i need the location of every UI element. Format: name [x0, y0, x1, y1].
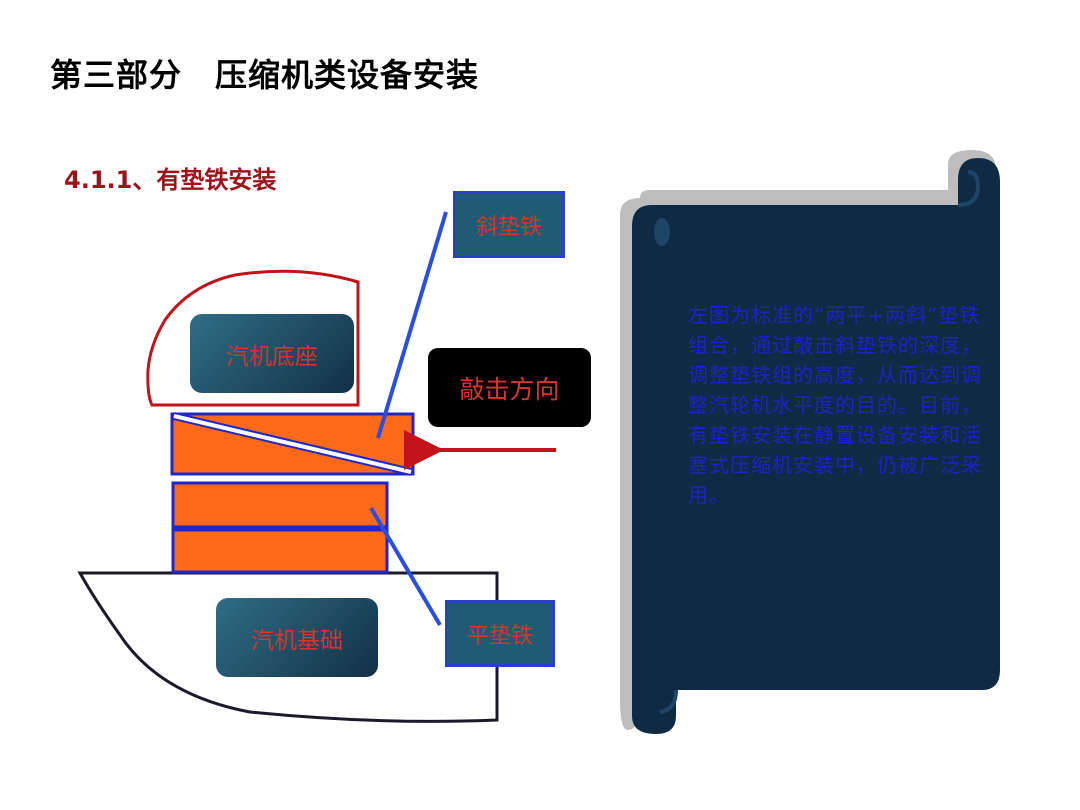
page-title: 第三部分 压缩机类设备安装: [50, 56, 480, 94]
wedge-shim-label: 斜垫铁: [453, 191, 565, 258]
turbine-foundation-label: 汽机基础: [216, 598, 378, 677]
wedge-split-highlight: [173, 414, 412, 474]
flat-shim-top: [171, 481, 389, 529]
scroll-body: [632, 158, 1000, 734]
strike-direction-label: 敲击方向: [428, 348, 591, 427]
scroll-panel: [620, 150, 1000, 734]
flat-shim-label: 平垫铁: [445, 600, 555, 667]
scroll-curl-top: [957, 170, 981, 207]
scroll-curl-bottom: [659, 689, 678, 714]
description-text: 左图为标准的“两平+两斜”垫铁组合，通过敲击斜垫铁的深度，调整垫铁组的高度，从而…: [688, 303, 982, 507]
wedge-leader-line: [376, 211, 448, 439]
turbine-base-label: 汽机底座: [190, 314, 354, 393]
flat-leader-line: [369, 506, 442, 627]
scroll-curl-left: [654, 218, 670, 246]
turbine-base-outline: [146, 269, 360, 407]
section-title: 4.1.1、有垫铁安装: [64, 166, 277, 194]
flat-shim-bottom: [171, 528, 389, 574]
